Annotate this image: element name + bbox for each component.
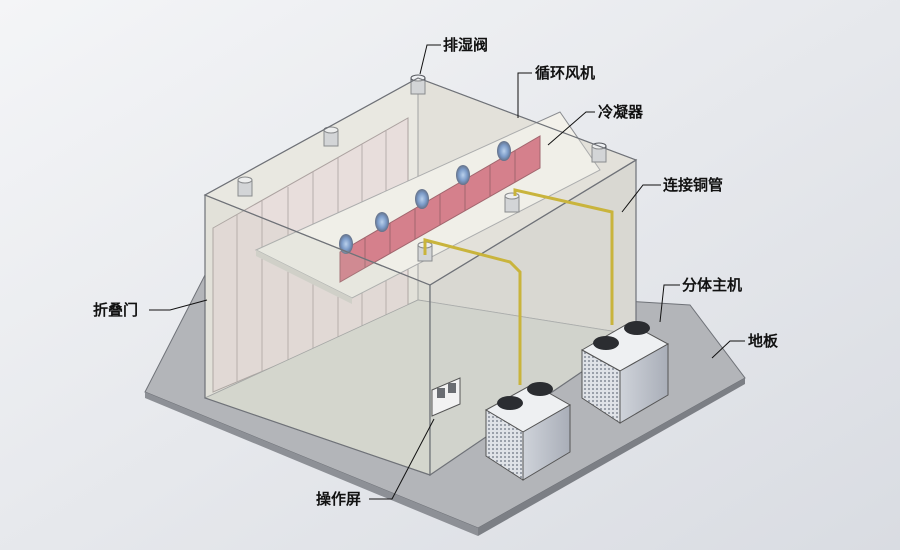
label-circulation-fan: 循环风机 bbox=[535, 64, 595, 82]
circulation-fans bbox=[339, 141, 511, 254]
label-floor: 地板 bbox=[748, 332, 779, 350]
label-dehumidify-valve: 排湿阀 bbox=[443, 36, 488, 54]
leader-lines bbox=[149, 44, 745, 500]
label-copper-pipe: 连接铜管 bbox=[663, 176, 723, 194]
label-folding-door: 折叠门 bbox=[93, 301, 138, 319]
control-panel bbox=[431, 377, 461, 417]
split-unit-front bbox=[484, 382, 572, 481]
copper-pipes bbox=[423, 188, 614, 385]
label-split-unit: 分体主机 bbox=[682, 276, 742, 294]
condenser-unit bbox=[339, 135, 541, 283]
label-condenser: 冷凝器 bbox=[598, 103, 644, 121]
split-unit-back bbox=[580, 321, 670, 424]
label-control-panel: 操作屏 bbox=[316, 490, 361, 508]
